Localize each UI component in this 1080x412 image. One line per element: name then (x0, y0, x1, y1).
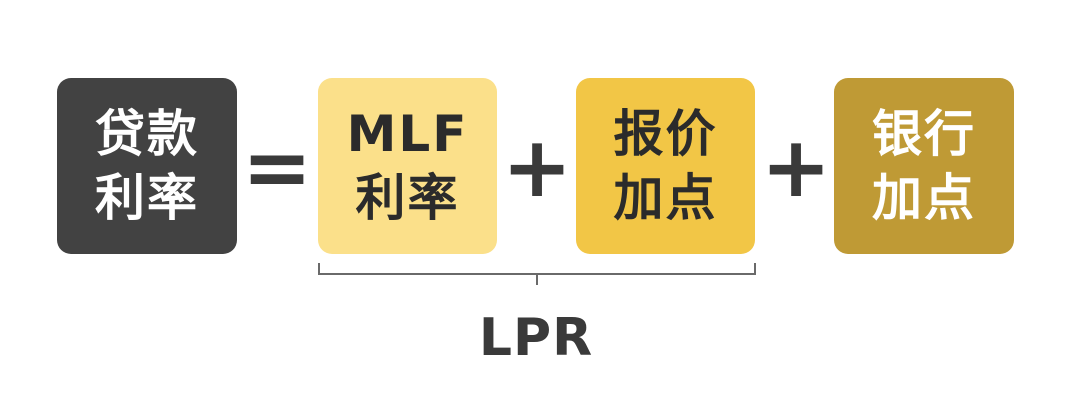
plus-sign-1: + (501, 118, 573, 216)
mlf-rate-line2: 利率 (355, 169, 460, 227)
loan-rate-box: 贷款 利率 (57, 78, 237, 254)
lpr-bracket-line (318, 263, 756, 285)
lpr-bracket (318, 263, 756, 285)
bank-spread-line1: 银行 (872, 105, 976, 163)
loan-rate-line1: 贷款 (95, 105, 199, 163)
mlf-rate-line1: MLF (346, 105, 469, 163)
bank-spread-box: 银行 加点 (834, 78, 1014, 254)
mlf-rate-box: MLF 利率 (318, 78, 497, 254)
bank-spread-line2: 加点 (872, 169, 976, 227)
plus-sign-2: + (760, 118, 832, 216)
quote-spread-line1: 报价 (613, 105, 718, 163)
equals-sign: = (241, 118, 313, 216)
quote-spread-line2: 加点 (613, 169, 718, 227)
quote-spread-box: 报价 加点 (576, 78, 755, 254)
loan-rate-line2: 利率 (95, 169, 199, 227)
lpr-label: LPR (478, 308, 594, 368)
